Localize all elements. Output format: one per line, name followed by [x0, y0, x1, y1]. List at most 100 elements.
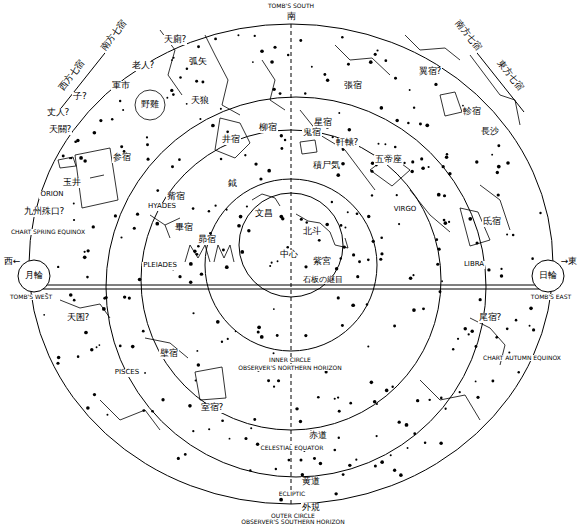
star-dot	[410, 170, 413, 173]
star-dot	[491, 380, 494, 383]
star-dot	[76, 139, 79, 142]
star-dot	[155, 222, 159, 226]
star-dot	[476, 241, 479, 244]
star-dot	[226, 209, 228, 211]
star-dot	[229, 438, 231, 440]
star-dot	[170, 89, 173, 92]
star-dot	[171, 59, 173, 61]
chart-label: 九州殊口?	[23, 207, 66, 217]
star-dot	[394, 77, 397, 80]
star-dot	[267, 169, 271, 173]
star-dot	[425, 123, 429, 127]
star-dot	[475, 381, 477, 383]
star-dot	[468, 333, 470, 335]
star-dot	[437, 193, 441, 197]
star-dot	[83, 255, 87, 259]
chart-label: 西方七宿	[56, 58, 87, 94]
star-dot	[407, 122, 409, 124]
star-dot	[120, 145, 123, 148]
chart-label: HYADES	[147, 203, 177, 211]
star-dot	[73, 219, 75, 221]
star-dot	[73, 202, 75, 204]
star-dot	[252, 61, 254, 63]
star-dot	[220, 108, 222, 110]
star-dot	[338, 437, 340, 439]
star-dot	[299, 39, 302, 42]
star-dot	[334, 492, 337, 495]
star-dot	[380, 106, 384, 110]
body-name: 月輪	[17, 259, 51, 281]
chart-label: PISCES	[114, 369, 140, 377]
star-dot	[142, 330, 145, 333]
star-dot	[188, 404, 192, 408]
star-dot	[197, 45, 200, 48]
star-dot	[286, 246, 289, 249]
chart-label: CHART AUTUMN EQUINOX	[482, 355, 562, 362]
star-dot	[138, 278, 142, 282]
star-dot	[497, 193, 500, 196]
star-dot	[441, 280, 443, 282]
star-dot	[476, 396, 479, 399]
star-dot	[119, 100, 121, 102]
star-dot	[342, 473, 345, 476]
star-dot	[147, 158, 150, 161]
chart-label: 室宿?	[200, 403, 225, 413]
star-dot	[341, 324, 344, 327]
star-dot	[436, 263, 439, 266]
star-dot	[428, 166, 430, 168]
star-dot	[496, 171, 499, 174]
chart-label: 玉井	[62, 178, 82, 188]
star-dot	[211, 124, 215, 128]
star-dot	[103, 297, 106, 300]
star-dot	[119, 345, 122, 348]
star-dot	[403, 162, 405, 164]
chart-label: 紫宮	[312, 257, 332, 267]
star-dot	[254, 35, 256, 37]
star-dot	[379, 258, 382, 261]
outer-circle	[29, 24, 553, 504]
chart-label: 氐宿	[482, 217, 502, 227]
star-dot	[197, 363, 200, 366]
chart-label: 東方七宿	[494, 58, 525, 94]
star-dot	[448, 221, 450, 223]
chart-label: 壁宿	[159, 349, 179, 359]
star-dot	[79, 156, 83, 160]
star-dot	[337, 296, 340, 299]
star-dot	[407, 447, 409, 449]
star-dot	[531, 257, 534, 260]
star-dot	[195, 379, 197, 381]
star-dot	[348, 464, 351, 467]
star-dot	[280, 147, 283, 150]
chart-label: 柳宿	[258, 123, 278, 133]
star-dot	[394, 146, 397, 149]
star-dot	[398, 223, 400, 225]
star-dot	[287, 54, 289, 56]
star-dot	[299, 420, 302, 423]
chart-label: 張宿	[343, 81, 363, 91]
star-dot	[56, 362, 59, 365]
star-dot	[439, 441, 442, 444]
star-dot	[439, 290, 442, 293]
star-dot	[146, 136, 148, 138]
star-dot	[424, 441, 427, 444]
star-dot	[192, 430, 194, 432]
star-dot	[409, 276, 413, 280]
star-dot	[347, 211, 349, 213]
star-dot	[193, 250, 196, 253]
chart-label: 石板の継目	[302, 276, 344, 285]
star-dot	[340, 257, 342, 259]
star-dot	[334, 398, 336, 400]
star-dot	[412, 274, 414, 276]
chart-label: 赤道	[308, 431, 328, 441]
star-dot	[443, 219, 446, 222]
star-dot	[86, 249, 89, 252]
star-dot	[487, 268, 490, 271]
star-dot	[446, 153, 448, 155]
star-dot	[319, 462, 322, 465]
star-dot	[276, 334, 279, 337]
star-dot	[413, 432, 416, 435]
star-dot	[344, 226, 346, 228]
star-dot	[340, 224, 343, 227]
circle-shape	[532, 260, 564, 292]
star-dot	[372, 240, 375, 243]
